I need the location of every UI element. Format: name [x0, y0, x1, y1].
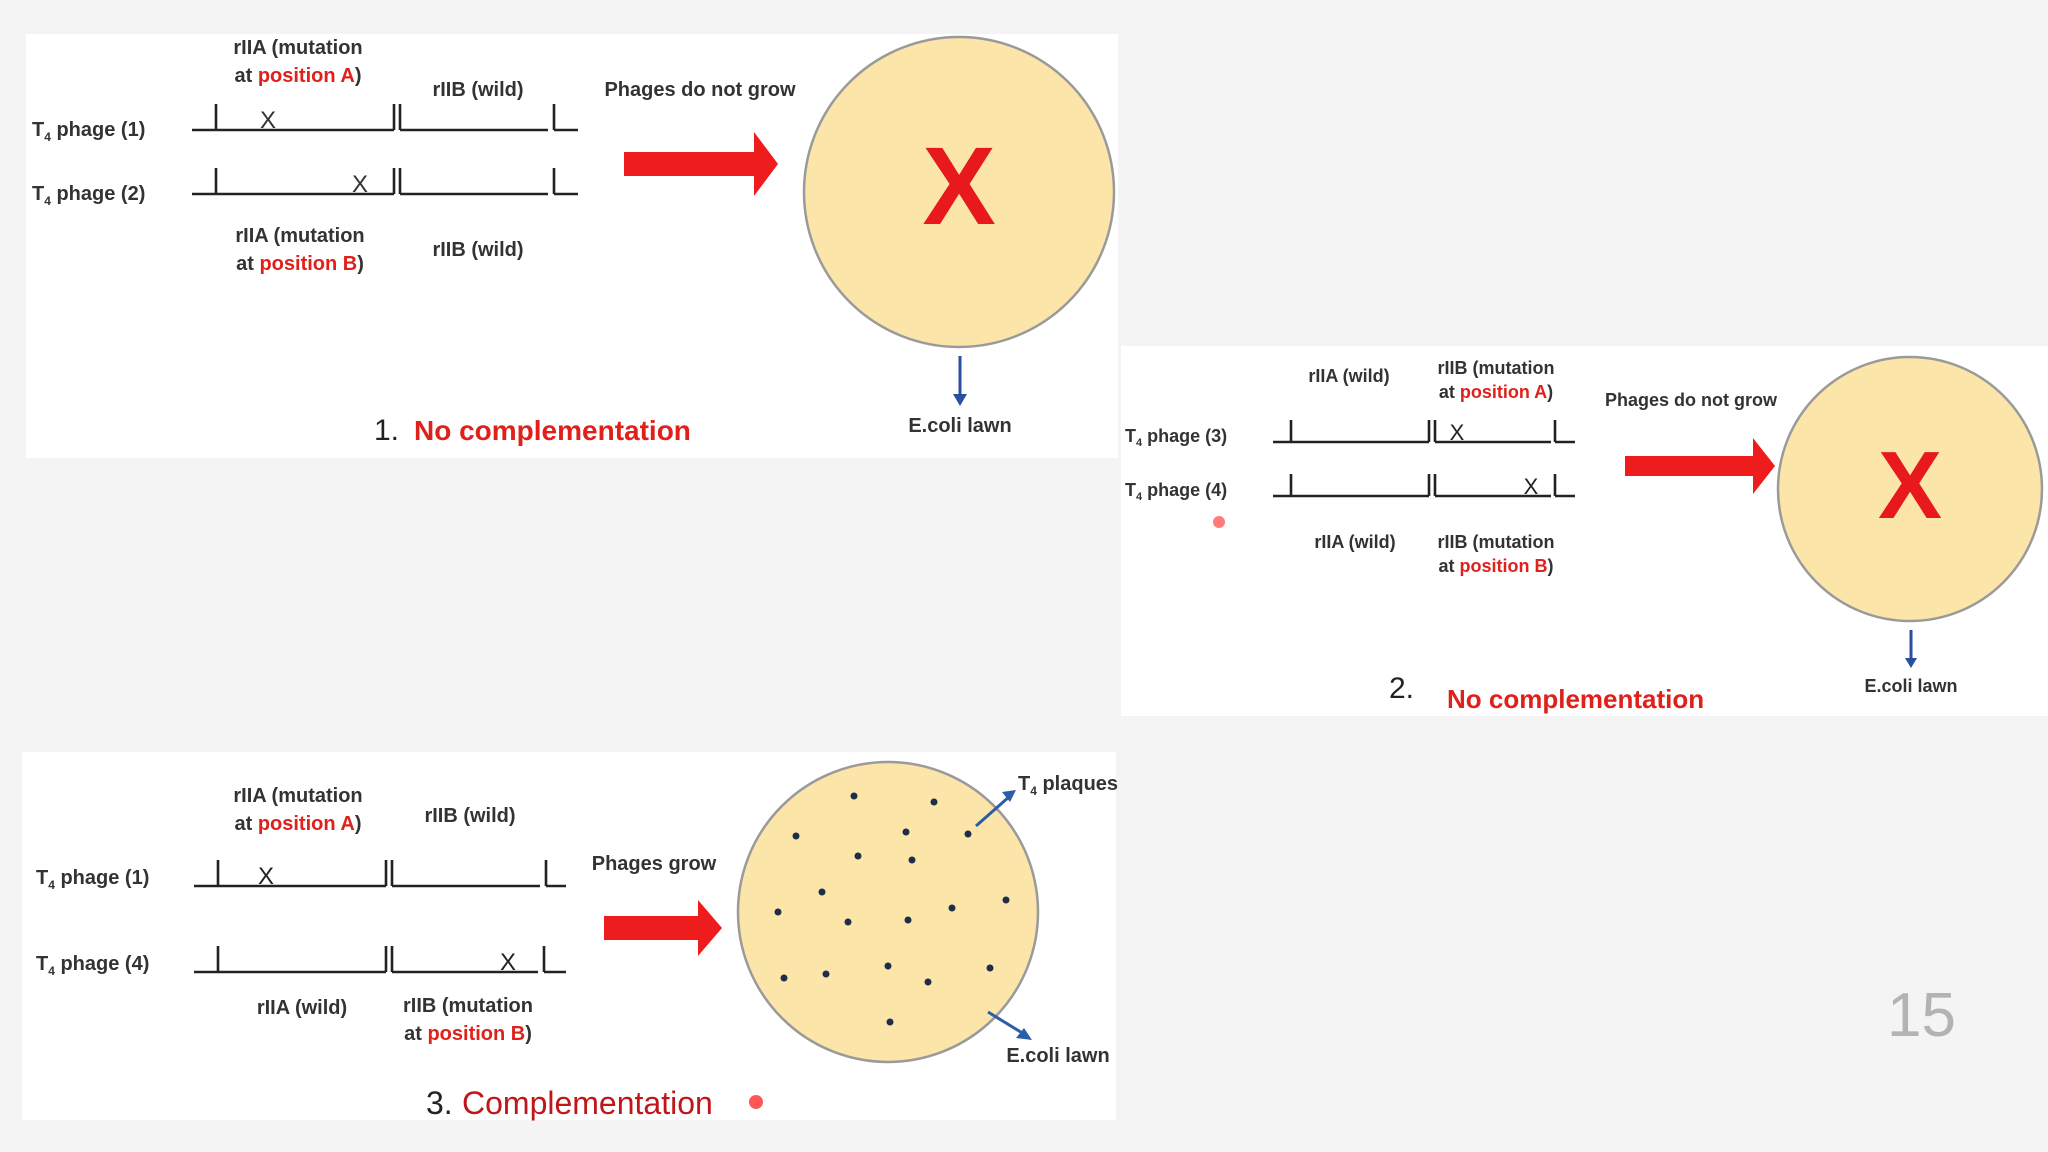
panel-no-complementation-2: rIIA (wild) rIIB (mutation at position A… [1121, 346, 2048, 716]
mutation-mark: X [258, 863, 274, 890]
mutation-mark: X [260, 107, 276, 134]
riib-label-line1: rIIB (mutation [1438, 358, 1555, 378]
riib-b-label-line1: rIIB (mutation [403, 995, 533, 1017]
plaques-label: T4 plaques [1018, 773, 1118, 798]
growth-label: Phages do not grow [1605, 390, 1778, 410]
riib-b-label: rIIB (wild) [432, 239, 523, 261]
pointer-dot [1213, 516, 1225, 528]
riia-label-line2: at position A) [234, 65, 361, 87]
riia-b-label: rIIA (wild) [1314, 532, 1395, 552]
gene-map-phage-4: X [1273, 474, 1575, 499]
gene-map-phage-4: X [194, 946, 566, 976]
mutation-mark: X [500, 949, 516, 976]
phage-4-label: T4 phage (4) [36, 953, 149, 978]
riia-b-label-line1: rIIA (mutation [235, 225, 364, 247]
riia-label-line2: at position A) [234, 813, 361, 835]
arrow-icon [1016, 1028, 1032, 1040]
no-growth-x-icon: X [922, 125, 995, 248]
phage-3-label: T4 phage (3) [1125, 426, 1227, 449]
plaques [774, 792, 1010, 1026]
gene-map-phage-1: X [192, 104, 578, 134]
caption-number: 2. [1389, 672, 1414, 705]
no-growth-x-icon: X [1878, 432, 1942, 539]
riib-label: rIIB (wild) [424, 805, 515, 827]
riib-b-label-line2: at position B) [1438, 556, 1553, 576]
gene-map-phage-3: X [1273, 420, 1575, 445]
caption-number: 3. [426, 1085, 453, 1121]
caption-text: No complementation [1447, 684, 1704, 714]
growth-label: Phages do not grow [604, 79, 796, 101]
down-arrow-icon [953, 394, 967, 406]
red-arrow [624, 132, 778, 196]
arrow-icon [1002, 790, 1016, 802]
plate-label: E.coli lawn [1864, 676, 1957, 696]
mutation-mark: X [352, 171, 368, 198]
growth-label: Phages grow [592, 853, 717, 875]
riib-b-label-line2: at position B) [404, 1023, 532, 1045]
down-arrow-icon [1905, 658, 1917, 668]
petri-plate [736, 760, 1040, 1064]
petri-plate [1776, 355, 2044, 623]
phage-1-label: T4 phage (1) [36, 867, 149, 892]
riib-b-label-line1: rIIB (mutation [1438, 532, 1555, 552]
gene-map-phage-1: X [194, 860, 566, 890]
red-arrow [604, 900, 722, 956]
caption-text: Complementation [462, 1085, 713, 1121]
riia-b-label: rIIA (wild) [257, 997, 347, 1019]
mutation-mark: X [1450, 420, 1465, 445]
phage-1-label: T4 phage (1) [32, 119, 145, 144]
riia-label-line1: rIIA (mutation [233, 785, 362, 807]
riib-label: rIIB (wild) [432, 79, 523, 101]
mutation-mark: X [1524, 474, 1539, 499]
plate-label: E.coli lawn [908, 415, 1011, 437]
phage-2-label: T4 phage (2) [32, 183, 145, 208]
petri-plate [802, 35, 1116, 349]
panel-no-complementation-1: rIIA (mutation at position A) rIIB (wild… [26, 34, 1118, 458]
riib-label-line2: at position A) [1439, 382, 1553, 402]
riia-b-label-line2: at position B) [236, 253, 364, 275]
phage-4-label: T4 phage (4) [1125, 480, 1227, 503]
plate-label: E.coli lawn [1006, 1045, 1109, 1067]
pointer-dot [749, 1095, 763, 1109]
riia-label: rIIA (wild) [1308, 366, 1389, 386]
caption-text: No complementation [414, 415, 691, 446]
red-arrow [1625, 438, 1775, 494]
caption-number: 1. [374, 414, 399, 447]
gene-map-phage-2: X [192, 168, 578, 198]
slide-number: 15 [1887, 981, 1956, 1050]
panel-complementation: rIIA (mutation at position A) rIIB (wild… [22, 752, 1118, 1121]
riia-label-line1: rIIA (mutation [233, 37, 362, 59]
